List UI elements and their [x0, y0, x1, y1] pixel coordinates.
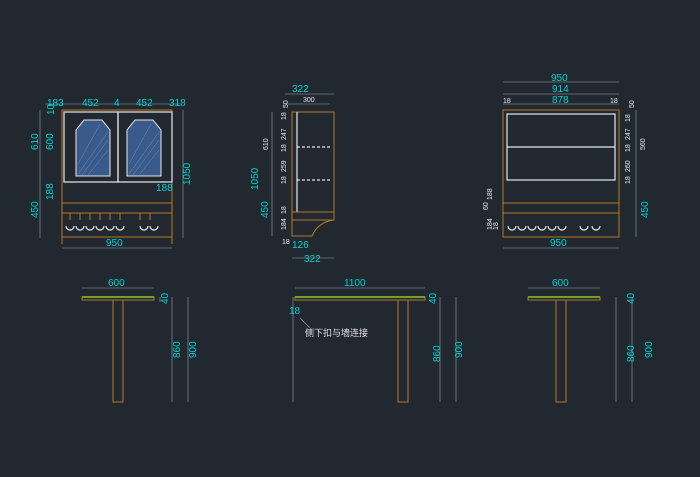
- front-right-dim: 1050: [182, 162, 193, 185]
- svg-text:259: 259: [281, 160, 288, 172]
- back-rack: [502, 202, 620, 214]
- svg-text:18: 18: [281, 176, 288, 184]
- table-mid-leg: [397, 299, 409, 403]
- svg-text:247: 247: [281, 128, 288, 140]
- front-left-dim-188: 188: [45, 183, 56, 200]
- svg-text:900: 900: [188, 341, 199, 358]
- svg-text:40: 40: [160, 292, 171, 304]
- side-bracket: [291, 211, 335, 237]
- svg-text:900: 900: [644, 341, 655, 358]
- svg-text:18: 18: [625, 144, 632, 152]
- table-mid: 1100 18 侧下扣与墙连接 40 860 900: [289, 278, 465, 403]
- table-mid-note: 侧下扣与墙连接: [305, 327, 368, 339]
- svg-text:18: 18: [625, 114, 632, 122]
- front-top-dim-2: 452: [82, 98, 99, 109]
- back-top-dim-914: 914: [552, 84, 569, 95]
- side-cabinet-outline: [291, 111, 335, 221]
- front-bottom-dim: 950: [106, 238, 123, 249]
- svg-text:860: 860: [172, 341, 183, 358]
- front-wine-glasses: [65, 225, 159, 231]
- back-wine-glasses: [507, 225, 601, 231]
- front-left-dim-450: 450: [30, 201, 41, 218]
- glass-hatch: [77, 123, 160, 176]
- back-top-dim-950: 950: [551, 73, 568, 84]
- back-view: 950 914 878 18 18 50 18 247 18 260 18 56…: [483, 73, 651, 249]
- svg-text:184: 184: [281, 218, 288, 230]
- svg-text:860: 860: [432, 345, 443, 362]
- svg-text:18: 18: [282, 239, 290, 246]
- front-left-dim-600: 600: [45, 133, 56, 150]
- front-right-door: [117, 111, 173, 183]
- svg-text:247: 247: [625, 128, 632, 140]
- svg-text:40: 40: [428, 292, 439, 304]
- side-left-dim-450: 450: [260, 201, 271, 218]
- svg-text:188: 188: [487, 188, 494, 200]
- side-left-dim-1050: 1050: [250, 167, 261, 190]
- front-top-dim-3: 4: [114, 98, 120, 109]
- front-left-dim-10: 10: [46, 103, 57, 115]
- svg-text:184: 184: [487, 218, 494, 230]
- back-top-dim-878: 878: [552, 95, 569, 106]
- table-right: 600 40 860 900: [527, 278, 655, 403]
- svg-text:860: 860: [626, 345, 637, 362]
- front-top-dim-4: 452: [136, 98, 153, 109]
- side-bottom-dim-322: 322: [304, 254, 321, 265]
- side-left-dim-610: 610: [263, 138, 270, 150]
- svg-text:18: 18: [503, 98, 511, 105]
- svg-text:900: 900: [454, 341, 465, 358]
- front-top-dim-5: 318: [169, 98, 186, 109]
- svg-text:18: 18: [289, 306, 301, 317]
- front-rack-slats: [69, 213, 151, 220]
- table-left-leg: [112, 299, 124, 403]
- svg-text:50: 50: [629, 100, 636, 108]
- back-bottom-dim: 950: [550, 238, 567, 249]
- front-right-glass: [126, 119, 162, 177]
- table-left-width: 600: [108, 278, 125, 289]
- front-left-dim-610: 610: [30, 133, 41, 150]
- svg-text:18: 18: [281, 112, 288, 120]
- back-cabinet-outline: [502, 109, 620, 238]
- front-view: 183 452 4 452 318 10 610 600 188 450 105…: [30, 98, 193, 249]
- svg-text:60: 60: [483, 202, 490, 210]
- svg-text:450: 450: [640, 201, 651, 218]
- svg-text:18: 18: [610, 98, 618, 105]
- svg-text:18: 18: [625, 176, 632, 184]
- side-bottom-dim-126: 126: [292, 240, 309, 251]
- side-top-dim-322: 322: [292, 84, 309, 95]
- svg-text:18: 18: [493, 222, 500, 230]
- table-left: 600 40 860 900: [81, 278, 199, 403]
- front-rack: [61, 202, 173, 214]
- side-top-dim-50: 50: [283, 100, 290, 108]
- svg-text:18: 18: [281, 144, 288, 152]
- table-right-width: 600: [552, 278, 569, 289]
- front-top-dim-1: 183: [47, 98, 64, 109]
- side-view: 322 300 50 610 1050 450 18 247 18 259 18…: [250, 84, 335, 265]
- table-right-leg: [555, 299, 567, 403]
- table-mid-width: 1100: [344, 278, 366, 289]
- svg-text:560: 560: [640, 138, 647, 150]
- svg-text:260: 260: [625, 160, 632, 172]
- front-left-glass: [75, 119, 111, 177]
- svg-text:40: 40: [626, 292, 637, 304]
- side-top-dim-300: 300: [303, 97, 315, 104]
- svg-text:18: 18: [281, 206, 288, 214]
- front-inner-dim: 188: [156, 183, 173, 194]
